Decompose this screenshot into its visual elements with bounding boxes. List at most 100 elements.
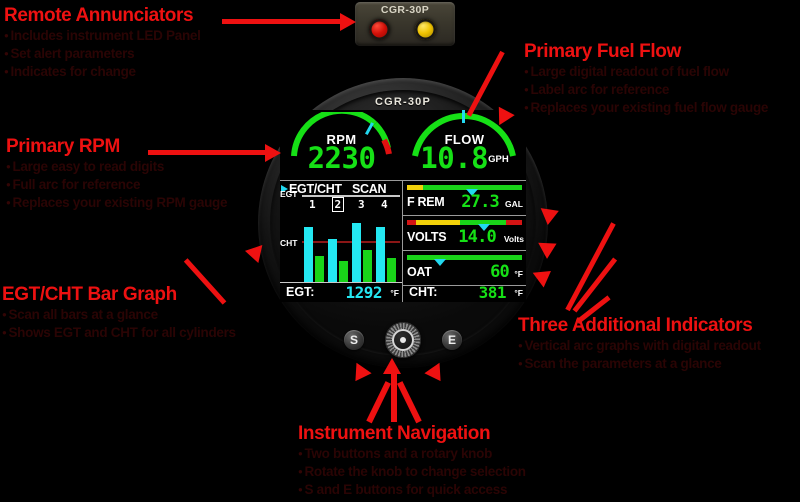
- cht-bar-1: [315, 255, 324, 282]
- cht-bar-2: [339, 261, 348, 282]
- volts-unit: Volts: [503, 234, 524, 244]
- cgr-30p-instrument: CGR-30P RPM 2230: [258, 78, 548, 368]
- cylinder-selector[interactable]: 1 2 3 4: [280, 196, 402, 213]
- bullet: Scan all bars at a glance: [2, 306, 236, 324]
- track-segment: [407, 185, 424, 190]
- volts-track: [407, 220, 522, 225]
- cht-reference-line: [302, 241, 400, 243]
- bullet: Scan the parameters at a glance: [518, 355, 761, 373]
- indicator-volts[interactable]: VOLTS 14.0 Volts: [403, 216, 526, 251]
- callout-primary-rpm-bullets: Large easy to read digits Full arc for r…: [6, 158, 227, 211]
- track-segment: [407, 255, 522, 260]
- egt-readout-unit: °F: [390, 288, 399, 298]
- callout-instrument-navigation-heading: Instrument Navigation: [298, 423, 491, 444]
- callout-egt-cht-bar-graph-heading: EGT/CHT Bar Graph: [2, 284, 177, 305]
- callout-primary-rpm-heading: Primary RPM: [6, 136, 120, 157]
- fuel-flow-gauge: FLOW 10.8GPH: [403, 110, 526, 180]
- oat-unit: °F: [514, 269, 523, 279]
- cht-axis-label: CHT: [280, 238, 298, 248]
- annunciator-title: CGR-30P: [380, 4, 430, 16]
- egt-bar-2: [328, 239, 337, 282]
- rpm-gauge: RPM 2230: [280, 110, 403, 180]
- callout-three-additional-indicators-bullets: Vertical arc graphs with digital readout…: [518, 337, 761, 373]
- flow-number: 10.8: [420, 141, 489, 175]
- oat-track: [407, 255, 522, 260]
- egt-bar-1: [304, 227, 313, 282]
- selection-caret-icon: [281, 185, 288, 193]
- volts-label: VOLTS: [407, 230, 447, 244]
- cylinder-3[interactable]: 3: [358, 198, 365, 211]
- bullet: Shows EGT and CHT for all cylinders: [2, 324, 236, 342]
- callout-instrument-navigation: Instrument Navigation Two buttons and a …: [298, 424, 526, 498]
- rpm-arc-icon: [291, 112, 392, 157]
- cylinder-1[interactable]: 1: [309, 198, 316, 211]
- rpm-label: RPM: [326, 132, 357, 147]
- indicator-f-rem[interactable]: F REM 27.3 GAL: [403, 181, 526, 216]
- scan-label[interactable]: SCAN: [352, 182, 387, 196]
- arrow-nav-stem: [391, 372, 397, 422]
- egt-cht-panel: EGT/CHT SCAN 1 2 3 4 EGT CHT: [280, 181, 403, 302]
- arrowhead-primary-rpm: [265, 144, 281, 162]
- track-segment: [459, 220, 506, 225]
- bullet: Rotate the knob to change selection: [298, 463, 526, 481]
- knob-center-dot-icon: [400, 337, 406, 343]
- bullet: Two buttons and a rotary knob: [298, 445, 526, 463]
- gauge-row: RPM 2230 FLOW 10.8GPH: [280, 110, 526, 181]
- indicator-oat[interactable]: OAT 60 °F: [403, 251, 526, 286]
- bullet: Includes instrument LED Panel: [4, 27, 200, 45]
- egt-cht-title[interactable]: EGT/CHT: [289, 182, 342, 196]
- callout-remote-annunciators-heading: Remote Annunciators: [4, 5, 194, 26]
- rpm-value: 2230: [307, 141, 376, 175]
- lower-panels: EGT/CHT SCAN 1 2 3 4 EGT CHT: [280, 181, 526, 302]
- egt-axis-line: [302, 195, 400, 197]
- volts-value: 14.0: [458, 227, 497, 247]
- cht-readout-value: 381: [478, 283, 507, 302]
- flow-value: 10.8GPH: [403, 144, 526, 173]
- oat-marker-icon: [433, 259, 446, 266]
- track-segment: [407, 220, 417, 225]
- cylinder-2-selected[interactable]: 2: [332, 196, 344, 212]
- bullet: S and E buttons for quick access: [298, 481, 526, 499]
- indicator-panel: F REM 27.3 GAL VOLTS 14.0 Volts: [403, 181, 526, 302]
- callout-three-additional-indicators: Three Additional Indicators Vertical arc…: [518, 316, 761, 373]
- bullet: Set alert parameters: [4, 45, 201, 63]
- track-segment: [416, 220, 460, 225]
- oat-label: OAT: [407, 265, 432, 279]
- instrument-nameplate: CGR-30P: [374, 96, 432, 108]
- arrow-primary-rpm: [148, 150, 272, 155]
- s-button[interactable]: S: [344, 330, 364, 350]
- bullet: Vertical arc graphs with digital readout: [518, 337, 761, 355]
- callout-primary-fuel-flow-heading: Primary Fuel Flow: [524, 41, 681, 62]
- bullet: Large digital readout of fuel flow: [524, 63, 768, 81]
- bullet: Indicates for change: [4, 63, 201, 81]
- bullet: Replaces your existing RPM gauge: [6, 194, 227, 212]
- f-rem-label: F REM: [407, 195, 445, 209]
- egt-cht-header: EGT/CHT SCAN: [280, 181, 402, 198]
- e-button[interactable]: E: [442, 330, 462, 350]
- f-rem-value: 27.3: [461, 192, 500, 212]
- arrowhead-nav-center: [383, 358, 401, 374]
- oat-value: 60: [490, 262, 510, 282]
- callout-primary-fuel-flow: Primary Fuel Flow Large digital readout …: [524, 42, 768, 116]
- callout-three-additional-indicators-heading: Three Additional Indicators: [518, 315, 753, 336]
- track-segment: [423, 185, 522, 190]
- egt-readout-label: EGT:: [286, 285, 315, 299]
- instrument-screen: RPM 2230 FLOW 10.8GPH: [280, 110, 526, 302]
- f-rem-track: [407, 185, 522, 190]
- callout-remote-annunciators: Remote Annunciators Includes instrument …: [4, 6, 201, 80]
- arrowhead-remote-annunciators: [340, 13, 356, 31]
- cht-bar-3: [363, 249, 372, 282]
- rotary-knob[interactable]: [385, 322, 421, 358]
- callout-egt-cht-bar-graph: EGT/CHT Bar Graph Scan all bars at a gla…: [2, 285, 236, 342]
- cht-readout-unit: °F: [514, 288, 523, 298]
- arrow-remote-annunciators: [222, 19, 347, 24]
- arrow-nav-right-branch: [397, 381, 422, 424]
- flow-needle: [462, 110, 465, 123]
- arrow-nav-left-branch: [366, 381, 391, 424]
- egt-bar-4: [376, 227, 385, 282]
- cylinder-4[interactable]: 4: [381, 198, 388, 211]
- bullet: Full arc for reference: [6, 176, 227, 194]
- cht-readout: CHT: 381 °F: [403, 283, 526, 302]
- egt-bar-3: [352, 223, 361, 282]
